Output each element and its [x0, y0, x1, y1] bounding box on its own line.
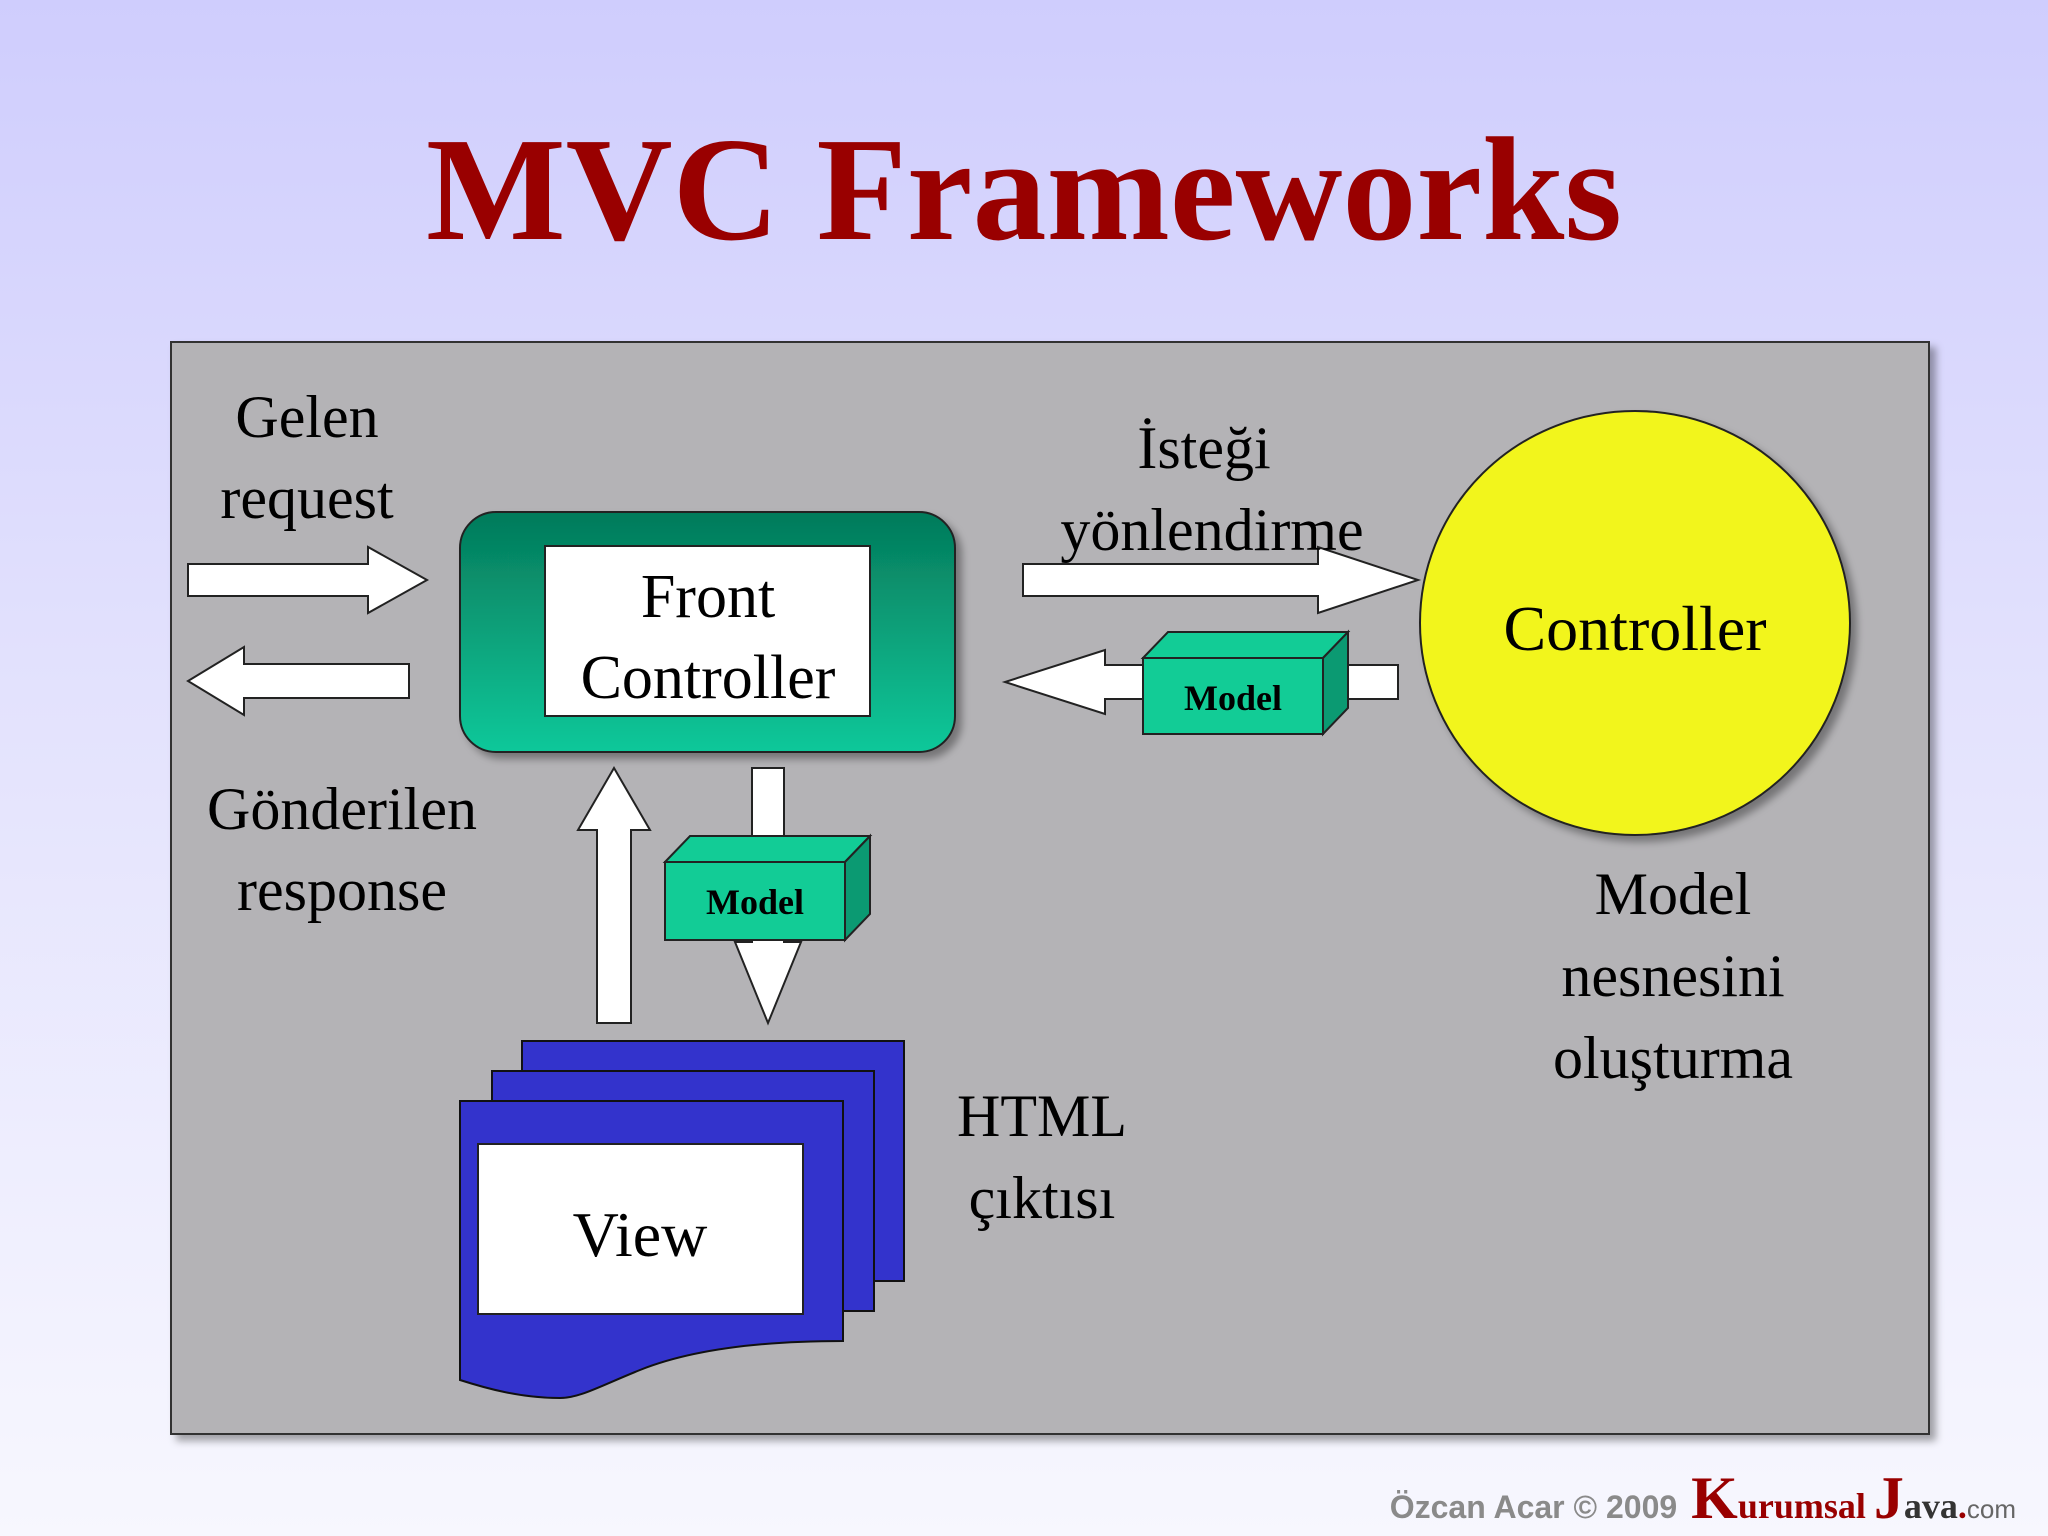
request-forward-arrow — [1022, 545, 1422, 615]
model-create-label-line3: oluşturma — [1553, 1025, 1793, 1091]
brand-word-ava: ava — [1903, 1486, 1958, 1526]
incoming-request-label-line2: request — [220, 465, 394, 531]
front-controller-label-box — [544, 545, 871, 717]
front-controller-label-line1: Front — [641, 563, 775, 631]
footer-credit: Özcan Acar © 2009 K urumsal J ava . com — [1389, 1464, 2016, 1531]
model-box-top: Model — [1140, 629, 1351, 737]
view-label-box — [477, 1143, 804, 1315]
brand-word-urumsal: urumsal — [1737, 1486, 1866, 1526]
incoming-request-arrow — [187, 545, 430, 615]
brand-letter-j: J — [1873, 1465, 1904, 1531]
view-output-up-arrow — [576, 766, 652, 1024]
front-controller-label-line2: Controller — [581, 644, 836, 712]
request-forward-label-line2: yönlendirme — [1060, 497, 1363, 563]
footer-author: Özcan Acar © 2009 — [1389, 1489, 1678, 1525]
html-output-label-line2: çıktısı — [969, 1165, 1116, 1231]
slide-title: MVC Frameworks — [426, 108, 1622, 272]
model-create-label-line2: nesnesini — [1561, 943, 1784, 1009]
brand-letter-k: K — [1691, 1465, 1738, 1531]
model-box-top-label: Model — [1184, 678, 1282, 718]
model-box-center: Model — [662, 833, 873, 943]
view-label: View — [573, 1199, 708, 1270]
model-box-center-label: Model — [706, 882, 804, 922]
outgoing-response-label-line1: Gönderilen — [207, 776, 477, 842]
view-pages: View — [459, 1040, 905, 1400]
controller-circle — [1419, 410, 1851, 836]
model-create-label-line1: Model — [1595, 861, 1752, 927]
incoming-request-label-line1: Gelen — [235, 384, 378, 450]
html-output-label-line1: HTML — [957, 1083, 1127, 1149]
brand-tld: com — [1966, 1494, 2016, 1524]
outgoing-response-arrow — [186, 645, 410, 717]
brand-dot: . — [1957, 1486, 1967, 1526]
controller-label: Controller — [1503, 593, 1766, 664]
outgoing-response-label-line2: response — [237, 857, 447, 923]
request-forward-label-line1: İsteği — [1137, 415, 1270, 481]
